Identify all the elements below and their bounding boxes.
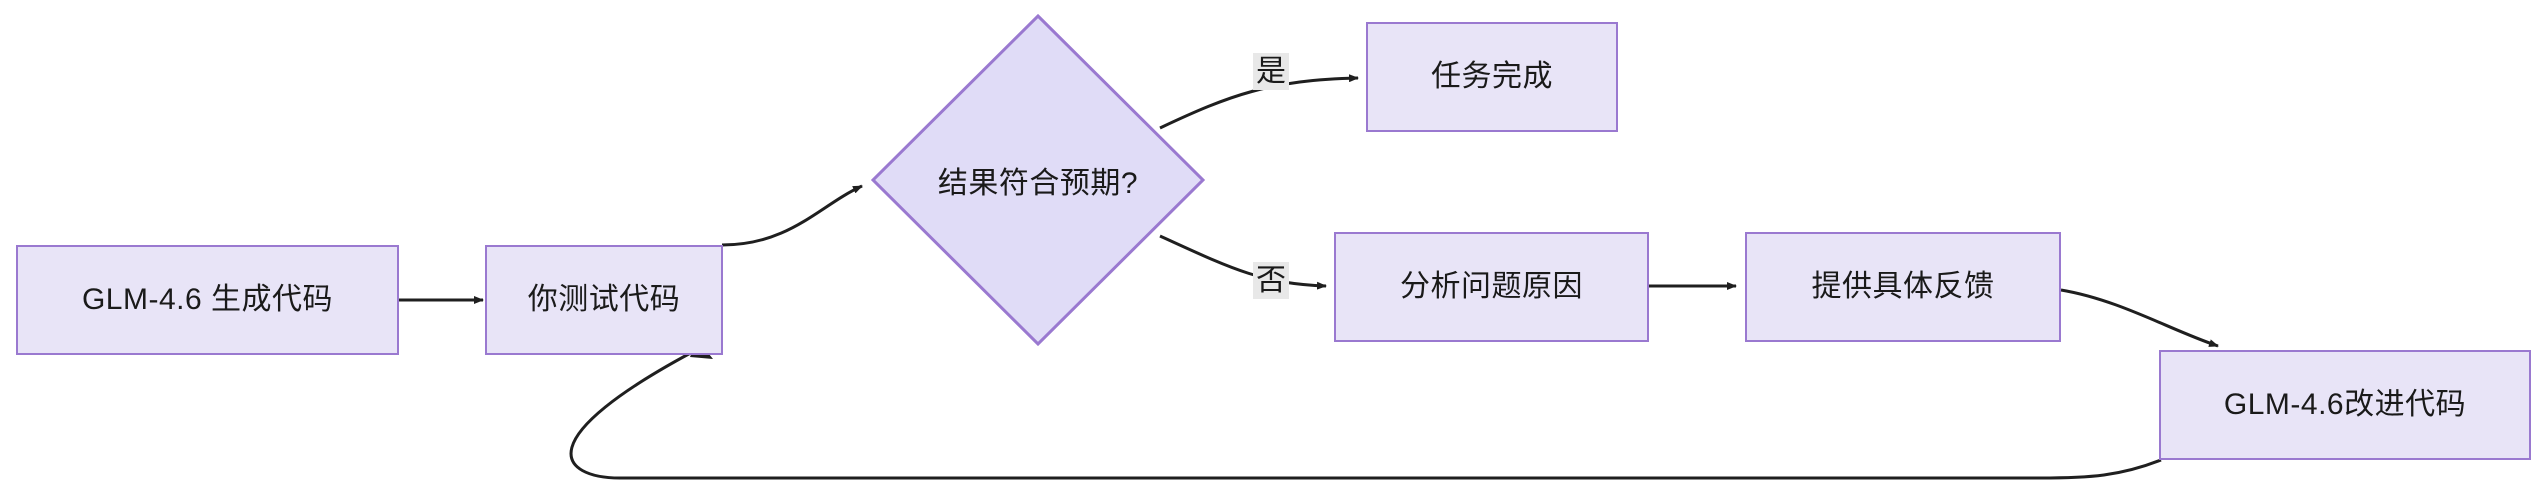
node-feedback[interactable]: 提供具体反馈 [1745, 232, 2061, 342]
node-analyze-label: 分析问题原因 [1400, 270, 1583, 303]
node-test-label: 你测试代码 [527, 283, 681, 316]
node-decision[interactable]: 结果符合预期? [871, 14, 1205, 346]
edge-label-yes: 是 [1253, 53, 1289, 90]
node-analyze[interactable]: 分析问题原因 [1334, 232, 1649, 342]
edge-improve-to-test [569, 346, 2162, 480]
decision-diamond-shape [871, 14, 1205, 346]
node-generate[interactable]: GLM-4.6 生成代码 [16, 245, 399, 355]
node-generate-label: GLM-4.6 生成代码 [81, 283, 334, 316]
node-improve-label: GLM-4.6改进代码 [2223, 388, 2467, 421]
edge-label-no: 否 [1253, 262, 1289, 299]
node-decision-label: 结果符合预期? [937, 167, 1139, 200]
node-test[interactable]: 你测试代码 [485, 245, 723, 355]
edge-feedback-to-improve [2060, 288, 2219, 348]
node-done[interactable]: 任务完成 [1366, 22, 1618, 132]
edge-test-to-decision [721, 184, 863, 247]
node-done-label: 任务完成 [1431, 60, 1553, 93]
node-feedback-label: 提供具体反馈 [1811, 270, 1995, 303]
node-improve[interactable]: GLM-4.6改进代码 [2159, 350, 2531, 460]
